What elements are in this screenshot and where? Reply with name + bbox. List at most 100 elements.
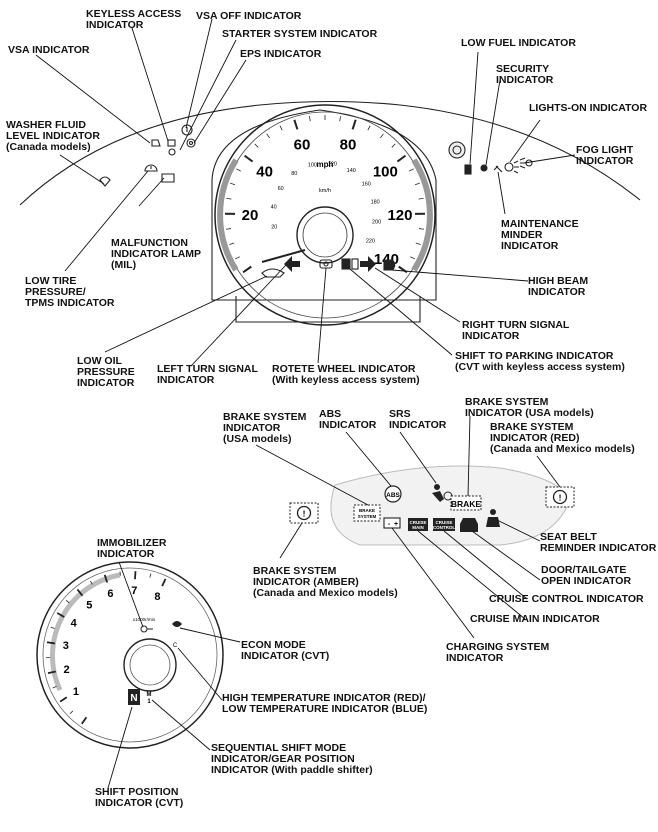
speedometer-kmh-120: 120 (328, 162, 337, 168)
svg-text:ABS: ABS (386, 492, 400, 499)
brake-usa-icon: BRAKE (450, 495, 482, 511)
shift-parking-label: SHIFT TO PARKING INDICATOR (CVT with key… (455, 350, 625, 373)
shift-parking-icon (341, 258, 359, 270)
sequential-label: SEQUENTIAL SHIFT MODE INDICATOR/GEAR POS… (211, 742, 373, 776)
tachometer-label-6: 6 (107, 588, 113, 600)
fog-light-label: FOG LIGHT INDICATOR (576, 144, 634, 167)
cruise-control-icon: CRUISE CONTROL (433, 518, 455, 531)
svg-text:SYSTEM: SYSTEM (358, 514, 377, 519)
speedometer-kmh-140: 140 (347, 168, 356, 174)
tachometer-unit: x1000r/min (133, 617, 156, 622)
speedometer-needle (261, 249, 306, 263)
rotate-wheel-label: ROTETE WHEEL INDICATOR (With keyless acc… (272, 363, 420, 386)
low-oil-icon (261, 268, 285, 278)
right-turn-icon (360, 256, 376, 272)
speedometer-label-20: 20 (242, 207, 259, 224)
eps-label: EPS INDICATOR (240, 48, 322, 60)
speedometer-kmh-60: 60 (278, 186, 284, 192)
svg-text:-: - (388, 521, 391, 528)
speedometer-kmh-100: 100 (308, 163, 317, 169)
shift-position-label: SHIFT POSITION INDICATOR (CVT) (95, 786, 184, 809)
srs-label: SRS INDICATOR (389, 408, 447, 431)
speedometer-kmh-80: 80 (291, 171, 297, 177)
abs-label: ABS INDICATOR (319, 408, 377, 431)
speedometer-hub (296, 206, 354, 264)
svg-text:BRAKE: BRAKE (359, 508, 375, 513)
washer-fluid-icon (99, 176, 111, 187)
maintenance-label: MAINTENANCE MINDER INDICATOR (501, 218, 579, 252)
seat-belt-label: SEAT BELT REMINDER INDICATOR (540, 531, 657, 554)
brake-red-icon: ! (545, 486, 575, 508)
speedometer-label-60: 60 (294, 137, 311, 154)
svg-text:N: N (130, 693, 137, 704)
speedometer-label-120: 120 (387, 207, 412, 224)
tachometer-label-2: 2 (63, 664, 69, 676)
brake-usa-left-label: BRAKE SYSTEM INDICATOR (USA models) (223, 411, 307, 445)
speedometer-bezel-left (217, 158, 239, 272)
low-oil-label: LOW OIL PRESSURE INDICATOR (77, 355, 135, 389)
lights-on-icon (504, 160, 519, 174)
cruise-control-label: CRUISE CONTROL INDICATOR (489, 593, 644, 605)
tachometer-label-7: 7 (131, 585, 137, 597)
svg-text:CRUISE: CRUISE (409, 520, 426, 525)
vsa-off-label: VSA OFF INDICATOR (196, 10, 302, 22)
brake-usa-top-label: BRAKE SYSTEM INDICATOR (USA models) (465, 396, 594, 419)
security-knob-icon (448, 141, 466, 159)
speedometer-bezel-right (411, 158, 433, 272)
brake-amber-label: BRAKE SYSTEM INDICATOR (AMBER) (Canada a… (253, 565, 398, 599)
speedometer-label-100: 100 (373, 163, 398, 180)
svg-text:C: C (173, 643, 178, 649)
econ-label: ECON MODE INDICATOR (CVT) (241, 639, 330, 662)
svg-text:!: ! (303, 509, 306, 519)
keyless-access-icon (167, 139, 176, 147)
sequential-shift-icon: M 1 (147, 692, 152, 705)
cluster-outline (19, 100, 641, 323)
econ-mode-icon (172, 621, 182, 627)
washer-fluid-label: WASHER FLUID LEVEL INDICATOR (Canada mod… (6, 119, 100, 153)
tachometer-tick-marks (46, 571, 167, 725)
tpms-icon (144, 164, 158, 172)
speedometer-label-40: 40 (256, 163, 273, 180)
tachometer-label-1: 1 (73, 686, 79, 698)
svg-text:1: 1 (147, 699, 151, 705)
tachometer-label-8: 8 (154, 591, 160, 603)
lights-on-label: LIGHTS-ON INDICATOR (529, 102, 648, 114)
high-beam-label: HIGH BEAM INDICATOR (528, 275, 589, 298)
speedometer-kmh-160: 160 (362, 181, 371, 187)
temperature-icon: C (173, 643, 178, 649)
security-label: SECURITY INDICATOR (496, 63, 554, 86)
high-beam-icon (383, 259, 396, 271)
low-tire-label: LOW TIRE PRESSURE/ TPMS INDICATOR (25, 275, 115, 309)
right-turn-label: RIGHT TURN SIGNAL INDICATOR (462, 319, 570, 342)
charging-label: CHARGING SYSTEM INDICATOR (446, 641, 550, 664)
brake-amber-icon: ! (289, 502, 319, 524)
maintenance-wrench-icon (493, 165, 503, 173)
speedometer-kmh-200: 200 (372, 219, 381, 225)
cruise-main-label: CRUISE MAIN INDICATOR (470, 613, 600, 625)
speedometer-kmh-40: 40 (271, 205, 277, 211)
cruise-main-icon: CRUISE MAIN (408, 518, 428, 531)
vsa-icon (151, 139, 161, 147)
brake-red-label: BRAKE SYSTEM INDICATOR (RED) (Canada and… (490, 421, 635, 455)
starter-system-label: STARTER SYSTEM INDICATOR (222, 28, 378, 40)
keyless-access-label: KEYLESS ACCESS INDICATOR (86, 8, 182, 31)
svg-text:CRUISE: CRUISE (435, 520, 452, 525)
immobilizer-icon (140, 625, 153, 633)
tachometer-hub (123, 638, 177, 692)
speedometer-kmh-20: 20 (271, 225, 277, 231)
speedometer-kmh-220: 220 (366, 238, 375, 244)
svg-text:!: ! (559, 493, 562, 503)
malfunction-label: MALFUNCTION INDICATOR LAMP (MIL) (111, 237, 202, 271)
top-cluster-icons (99, 124, 533, 278)
tachometer-label-3: 3 (63, 640, 69, 652)
security-icon (480, 164, 488, 172)
low-fuel-label: LOW FUEL INDICATOR (461, 37, 576, 49)
door-tailgate-icon (460, 518, 478, 532)
temperature-label: HIGH TEMPERATURE INDICATOR (RED)/ LOW TE… (222, 692, 428, 715)
svg-text:BRAKE: BRAKE (451, 499, 482, 509)
mil-engine-icon (161, 173, 175, 183)
